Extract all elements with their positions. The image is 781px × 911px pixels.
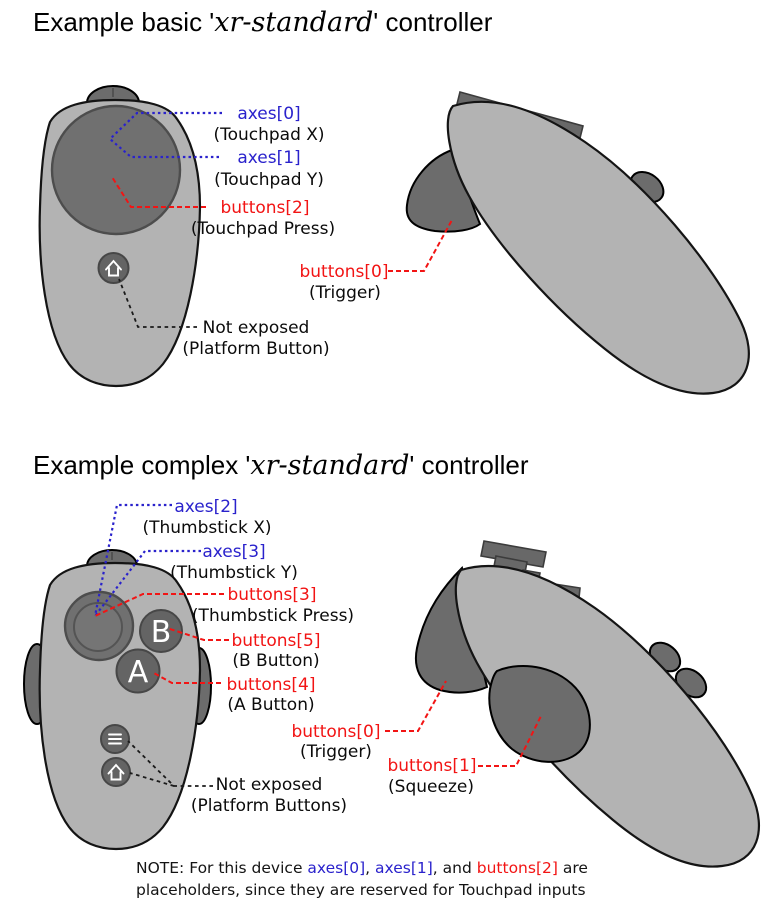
leader-buttons4 — [151, 671, 221, 684]
home-icon — [107, 763, 125, 781]
squeeze-button — [488, 664, 591, 763]
label-axes1: axes[1] — [237, 148, 300, 168]
label-axes2-sub: (Thumbstick X) — [142, 518, 271, 538]
thumbstick-cap — [480, 540, 547, 568]
label-buttons5: buttons[5] — [231, 631, 320, 651]
home-button — [97, 252, 130, 284]
leader-not-exposed — [118, 278, 197, 328]
label-buttons5-sub: (B Button) — [232, 651, 319, 671]
label-not-exposed-complex: Not exposed — [216, 775, 323, 795]
b-button — [139, 609, 183, 653]
controller-body — [446, 100, 750, 395]
footnote-part: are — [558, 859, 588, 877]
footnote-line1: NOTE: For this device axes[0], axes[1], … — [136, 859, 588, 877]
leader-axes2 — [93, 503, 172, 617]
label-not-exposed-sub: (Platform Button) — [182, 339, 329, 359]
footnote-part: , and — [433, 859, 477, 877]
home-button — [101, 757, 131, 787]
leader-buttons0-complex — [385, 680, 447, 732]
leader-buttons2 — [111, 176, 206, 208]
footnote-part: , — [365, 859, 375, 877]
label-axes3: axes[3] — [202, 542, 265, 562]
title-basic-prefix: Example basic ' — [33, 7, 214, 37]
label-buttons2-sub: (Touchpad Press) — [191, 219, 335, 239]
title-complex-suffix: ' controller — [409, 450, 528, 480]
leader-buttons3 — [94, 593, 224, 617]
label-buttons1: buttons[1] — [387, 756, 476, 776]
label-buttons4: buttons[4] — [226, 675, 315, 695]
leader-axes1 — [109, 138, 219, 159]
touchpad — [50, 104, 182, 236]
footnote-part-axes0: axes[0] — [307, 859, 365, 877]
basic-labels: axes[0] (Touchpad X) axes[1] (Touchpad Y… — [182, 104, 388, 359]
a-button-glyph: A — [128, 655, 149, 690]
footnote-part-buttons2: buttons[2] — [477, 859, 558, 877]
label-buttons1-sub: (Squeeze) — [388, 777, 474, 797]
label-buttons3: buttons[3] — [227, 585, 316, 605]
label-buttons0-sub: (Trigger) — [309, 283, 381, 303]
leader-buttons0 — [388, 219, 453, 272]
label-not-exposed: Not exposed — [203, 318, 310, 338]
label-axes2: axes[2] — [174, 497, 237, 517]
label-buttons0-complex: buttons[0] — [291, 722, 380, 742]
title-basic-em: xr-standard — [214, 7, 373, 38]
label-axes0: axes[0] — [237, 104, 300, 124]
title-complex-prefix: Example complex ' — [33, 450, 250, 480]
leader-not-exposed-home — [129, 772, 175, 787]
label-not-exposed-complex-sub: (Platform Buttons) — [191, 796, 347, 816]
menu-icon — [108, 733, 122, 745]
label-axes3-sub: (Thumbstick Y) — [170, 563, 298, 583]
complex-labels: axes[2] (Thumbstick X) axes[3] (Thumbsti… — [142, 497, 476, 816]
leader-buttons5 — [166, 627, 229, 641]
a-button — [115, 648, 161, 694]
leader-axes3 — [94, 549, 201, 617]
label-buttons0: buttons[0] — [299, 262, 388, 282]
b-button-glyph: B — [151, 615, 172, 650]
thumbstick-top — [73, 602, 123, 652]
footnote-part: NOTE: For this device — [136, 859, 307, 877]
label-axes0-sub: (Touchpad X) — [213, 125, 324, 145]
title-basic-suffix: ' controller — [373, 7, 492, 37]
leader-buttons1 — [478, 715, 542, 767]
footnote: NOTE: For this device axes[0], axes[1], … — [136, 859, 588, 899]
complex-controller-front: B A — [23, 549, 212, 851]
title-basic: Example basic 'xr-standard' controller — [33, 7, 493, 38]
leader-axes0 — [109, 111, 222, 140]
home-icon — [105, 259, 122, 277]
basic-controller-front — [38, 85, 202, 388]
label-buttons2: buttons[2] — [220, 198, 309, 218]
basic-controller-side — [405, 91, 750, 395]
footnote-part-axes1: axes[1] — [375, 859, 433, 877]
title-complex-em: xr-standard — [250, 450, 409, 481]
label-axes1-sub: (Touchpad Y) — [214, 170, 324, 190]
title-complex: Example complex 'xr-standard' controller — [33, 450, 529, 481]
controller-body — [454, 564, 760, 868]
label-buttons4-sub: (A Button) — [227, 695, 314, 715]
footnote-line2: placeholders, since they are reserved fo… — [136, 881, 586, 899]
label-buttons3-sub: (Thumbstick Press) — [192, 606, 354, 626]
label-buttons0-complex-sub: (Trigger) — [300, 742, 372, 762]
complex-controller-side — [415, 540, 760, 868]
